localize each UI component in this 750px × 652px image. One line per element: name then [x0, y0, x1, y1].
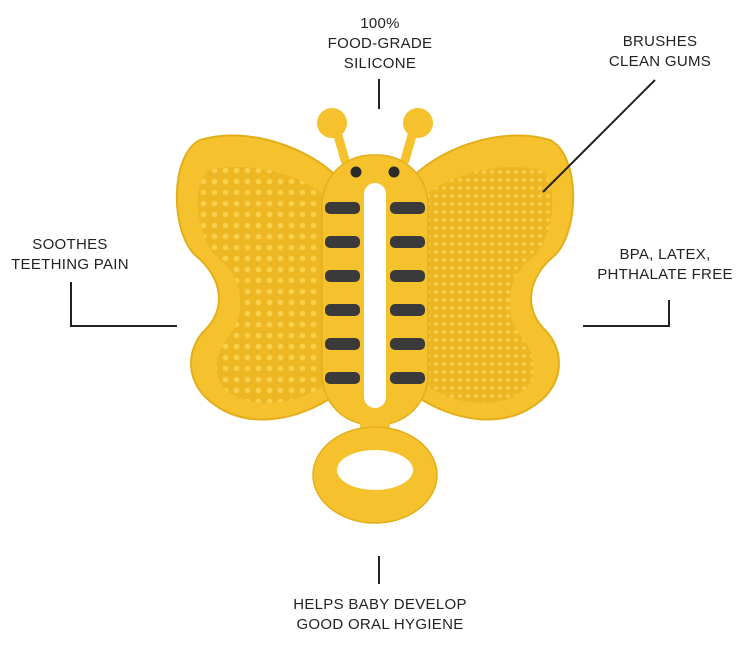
callout-brushes-clean-gums: BRUSHES CLEAN GUMS [590, 32, 730, 72]
callout-line-bottom [378, 556, 380, 584]
callout-text-line: CLEAN GUMS [608, 53, 712, 70]
callout-text-line: BRUSHES [622, 33, 698, 50]
callout-line-left-horizontal [70, 325, 177, 327]
stripes [325, 202, 425, 384]
handle-ring [312, 410, 438, 524]
right-eye [388, 166, 400, 178]
callout-helps-oral-hygiene: HELPS BABY DEVELOP GOOD ORAL HYGIENE [260, 595, 500, 635]
callout-text-line: SILICONE [343, 55, 417, 72]
callout-text-line: TEETHING PAIN [11, 256, 129, 273]
callout-food-grade-silicone: 100% FOOD-GRADE SILICONE [305, 14, 455, 74]
callout-text-line: SOOTHES [32, 236, 108, 253]
left-wing [175, 134, 336, 421]
callout-line-top [378, 79, 380, 109]
callout-text-line: 100% [360, 15, 400, 32]
right-wing [414, 134, 575, 421]
left-eye [350, 166, 362, 178]
callout-soothes-teething-pain: SOOTHES TEETHING PAIN [0, 235, 140, 275]
callout-line-right-horizontal [583, 325, 670, 327]
callout-text-line: BPA, LATEX, [619, 246, 711, 263]
callout-text-line: HELPS BABY DEVELOP [293, 596, 467, 613]
callout-bpa-latex-phthalate-free: BPA, LATEX, PHTHALATE FREE [590, 245, 740, 285]
bee-body [321, 154, 429, 426]
callout-line-left-vertical [70, 282, 72, 327]
callout-text-line: GOOD ORAL HYGIENE [296, 616, 464, 633]
callout-text-line: FOOD-GRADE [327, 35, 433, 52]
callout-line-right-vertical [668, 300, 670, 327]
antennae [317, 108, 433, 165]
callout-text-line: PHTHALATE FREE [597, 266, 733, 283]
